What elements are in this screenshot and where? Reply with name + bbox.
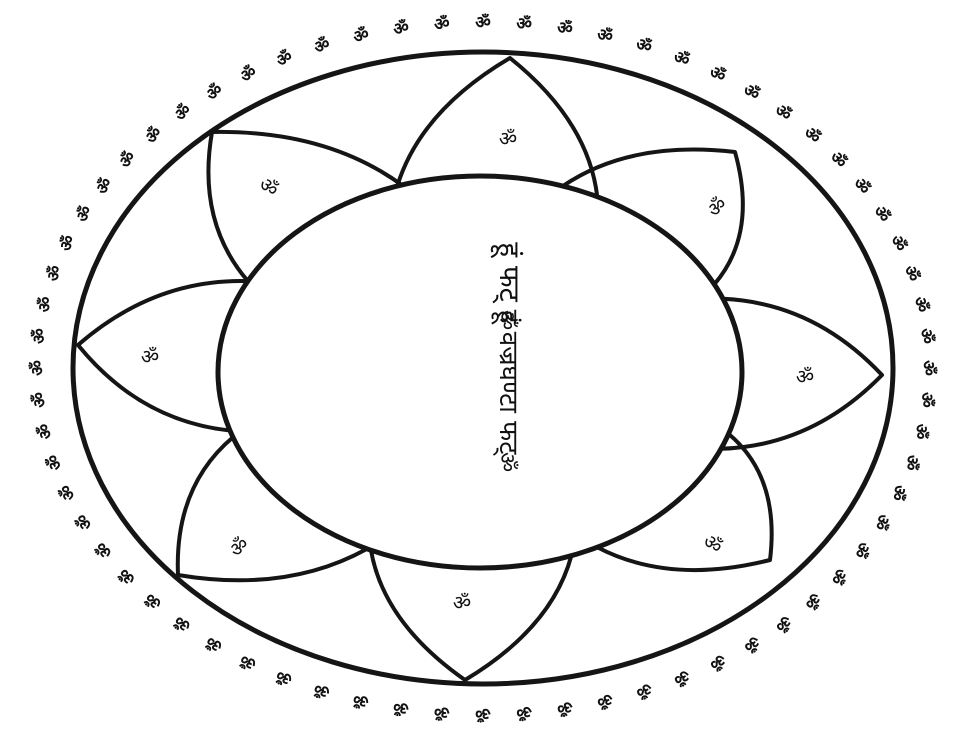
ring-syllable: ॐ <box>555 18 574 41</box>
ring-syllable: ॐ <box>203 80 228 106</box>
ring-syllable: ॐ <box>29 391 50 409</box>
ring-syllable: ॐ <box>739 631 764 657</box>
ring-syllable: ॐ <box>273 47 296 72</box>
ring-syllable: ॐ <box>34 421 57 440</box>
lotus-petal <box>178 437 367 580</box>
ring-syllable: ॐ <box>705 62 729 87</box>
ring-syllable: ॐ <box>909 422 932 441</box>
ring-syllable: ॐ <box>92 537 117 561</box>
petal-label: ॐ <box>499 127 517 151</box>
petal-labels: ॐ ॐ ॐ ॐ ॐ ॐ ॐ ॐ <box>141 127 814 615</box>
ring-syllable: ॐ <box>848 538 873 562</box>
ring-syllable: ॐ <box>171 100 196 126</box>
ring-syllable: ॐ <box>595 24 616 48</box>
ring-syllable: ॐ <box>34 295 57 314</box>
ring-syllable: ॐ <box>909 295 932 314</box>
petal-label: ॐ <box>254 172 283 202</box>
ring-syllable: ॐ <box>705 649 729 674</box>
ring-syllable: ॐ <box>670 47 693 72</box>
ring-syllable: ॐ <box>56 481 80 503</box>
ring-syllable: ॐ <box>915 391 936 409</box>
ring-syllable: ॐ <box>670 664 693 689</box>
petal-label: ॐ <box>453 591 471 615</box>
lotus-petals <box>78 58 882 680</box>
ring-syllable: ॐ <box>475 703 491 723</box>
petal-label: ॐ <box>796 365 814 389</box>
ring-syllable: ॐ <box>29 327 50 345</box>
ring-syllable: ॐ <box>886 233 910 255</box>
ring-syllable: ॐ <box>43 263 67 284</box>
ring-syllable: ॐ <box>311 677 333 701</box>
ring-syllable: ॐ <box>799 123 825 148</box>
ring-syllable: ॐ <box>825 564 851 589</box>
ring-syllable: ॐ <box>515 701 533 722</box>
ring-syllable: ॐ <box>202 630 227 656</box>
petal-label: ॐ <box>698 529 727 559</box>
ring-syllable: ॐ <box>886 482 910 504</box>
ring-syllable: ॐ <box>899 452 923 473</box>
ring-syllable: ॐ <box>739 80 764 106</box>
petal-label: ॐ <box>702 192 731 222</box>
ring-syllable: ॐ <box>633 34 655 58</box>
ring-syllable: ॐ <box>799 588 825 613</box>
ring-syllable: ॐ <box>475 13 491 33</box>
ring-syllable: ॐ <box>56 232 80 254</box>
center-mantra: हूं फट् ॐ हूं वज्रघण्टा फट् ॐ <box>490 242 526 472</box>
ring-syllable: ॐ <box>311 34 333 58</box>
ring-syllable: ॐ <box>392 18 411 41</box>
center-text-line4: ॐ <box>494 452 519 472</box>
ring-syllable: ॐ <box>515 14 533 35</box>
ring-syllable: ॐ <box>141 588 167 613</box>
ring-syllable: ॐ <box>92 174 117 198</box>
ring-syllable: ॐ <box>594 688 615 712</box>
ring-syllable: ॐ <box>433 701 451 722</box>
ring-syllable: ॐ <box>237 62 261 87</box>
ring-syllable: ॐ <box>115 563 141 588</box>
center-text-line3: हूं वज्रघण्टा फट् <box>491 310 523 457</box>
ring-syllable: ॐ <box>918 360 938 376</box>
ring-syllable: ॐ <box>849 175 874 199</box>
petal-label: ॐ <box>141 345 159 369</box>
ring-syllable: ॐ <box>825 148 851 173</box>
ring-syllable: ॐ <box>115 147 141 172</box>
ring-syllable: ॐ <box>351 688 372 712</box>
ring-syllable: ॐ <box>72 510 97 533</box>
center-text-line1: हूं फट् <box>490 242 526 303</box>
lotus-petal <box>597 434 771 570</box>
ring-syllable: ॐ <box>391 696 410 719</box>
ring-syllable: ॐ <box>770 100 795 126</box>
ring-syllable: ॐ <box>770 610 795 636</box>
ring-syllable: ॐ <box>632 678 654 702</box>
ring-syllable: ॐ <box>869 203 894 226</box>
ring-syllable: ॐ <box>899 263 923 284</box>
ring-syllable: ॐ <box>72 202 97 225</box>
outer-circle <box>73 52 893 684</box>
ring-syllable: ॐ <box>915 328 936 346</box>
ring-syllable: ॐ <box>273 664 296 689</box>
petal-label: ॐ <box>224 532 253 562</box>
lotus-petal <box>208 132 401 281</box>
ring-syllable: ॐ <box>351 24 372 48</box>
ring-syllable: ॐ <box>236 648 260 673</box>
ring-syllable: ॐ <box>869 510 894 533</box>
ring-syllable: ॐ <box>141 123 167 148</box>
ring-syllable: ॐ <box>555 696 574 719</box>
ring-syllable: ॐ <box>43 452 67 473</box>
ring-syllable: ॐ <box>433 14 451 35</box>
ring-syllable: ॐ <box>28 360 48 376</box>
ring-syllable: ॐ <box>170 610 195 636</box>
inner-circle <box>218 176 742 568</box>
